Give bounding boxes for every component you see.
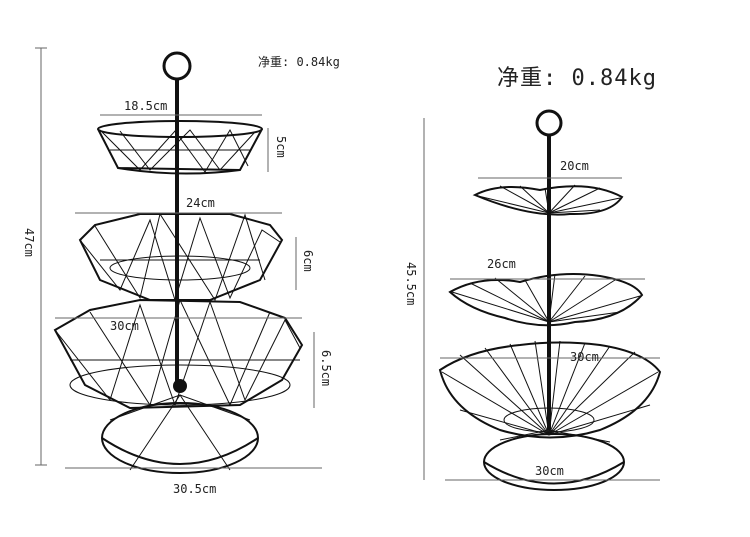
- right-bottom-diameter-label: 30cm: [570, 350, 599, 364]
- left-fruit-stand: [53, 51, 304, 474]
- left-top-depth-label: 5cm: [274, 136, 288, 158]
- right-mid-diameter-label: 26cm: [487, 257, 516, 271]
- left-bottom-depth-label: 6.5cm: [319, 350, 333, 387]
- left-weight-label: 净重: 0.84kg: [258, 55, 340, 69]
- right-fruit-stand: [438, 109, 662, 491]
- left-mid-diameter-label: 24cm: [186, 196, 215, 210]
- left-base-width-label: 30.5cm: [173, 482, 217, 496]
- left-height-label: 47cm: [22, 228, 36, 257]
- right-base-width-label: 30cm: [535, 464, 564, 478]
- right-height-label: 45.5cm: [404, 262, 418, 306]
- right-weight-label: 净重: 0.84kg: [497, 66, 657, 91]
- right-top-diameter-label: 20cm: [560, 159, 589, 173]
- left-top-diameter-label: 18.5cm: [124, 99, 168, 113]
- left-mid-depth-label: 6cm: [301, 250, 315, 272]
- left-bottom-diameter-label: 30cm: [110, 319, 139, 333]
